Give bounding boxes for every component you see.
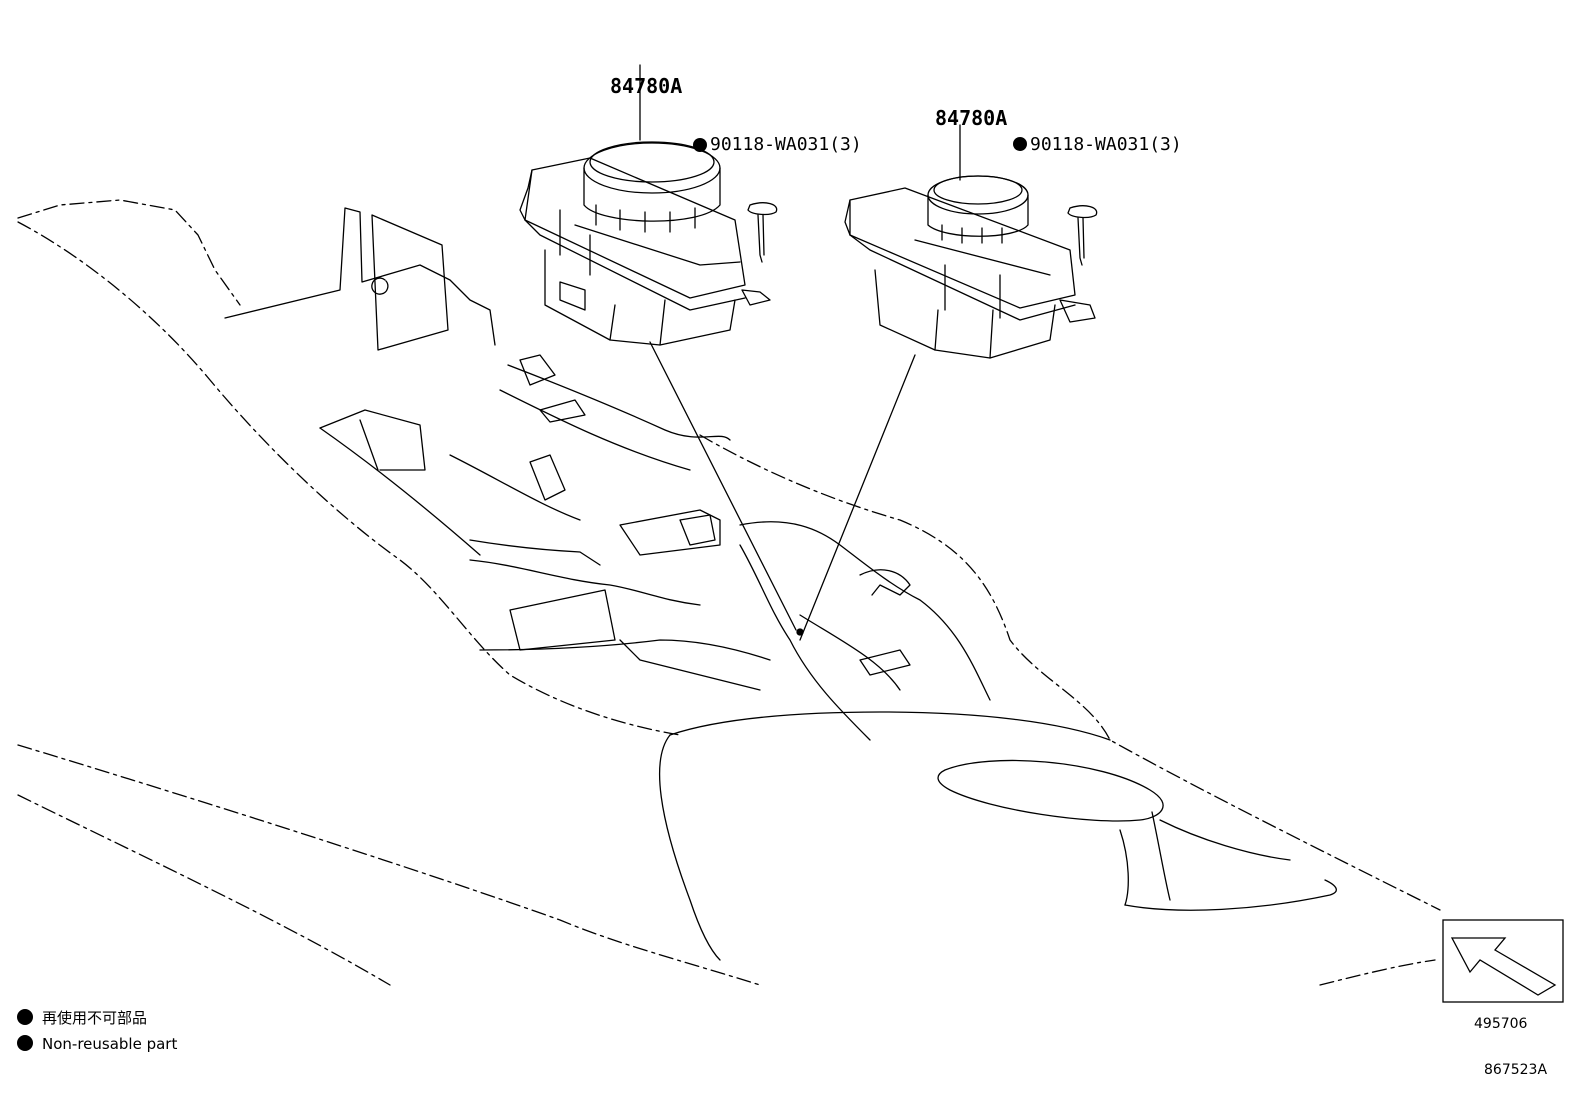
- callout-left-part: 84780A: [610, 74, 682, 98]
- callout-right-fastener: 90118-WA031(3): [1030, 134, 1182, 155]
- console-outline: [17, 199, 1441, 986]
- non-reusable-dot-icon: [693, 138, 707, 152]
- legend-line-2: Non-reusable part: [42, 1035, 177, 1053]
- legend: 再使用不可部品 Non-reusable part: [17, 1009, 177, 1053]
- legend-dot-icon: [17, 1009, 33, 1025]
- drawing-code: 867523A: [1484, 1062, 1547, 1078]
- legend-dot-icon: [17, 1035, 33, 1051]
- view-box-code: 495706: [1474, 1016, 1528, 1032]
- left-clip-icon: [747, 202, 778, 263]
- right-control-knob-part: [799, 124, 1098, 641]
- right-clip-icon: [1067, 205, 1098, 266]
- legend-line-1: 再使用不可部品: [42, 1009, 147, 1027]
- view-arrow-icon: [1450, 937, 1557, 996]
- callout-left-fastener: 90118-WA031(3): [710, 134, 862, 155]
- left-control-knob-part: [519, 64, 797, 631]
- callout-right-part: 84780A: [935, 106, 1007, 130]
- non-reusable-dot-icon: [1013, 137, 1027, 151]
- console-body: [224, 207, 1337, 961]
- leader-point-icon: [796, 628, 804, 636]
- view-direction-box: [1442, 919, 1564, 1003]
